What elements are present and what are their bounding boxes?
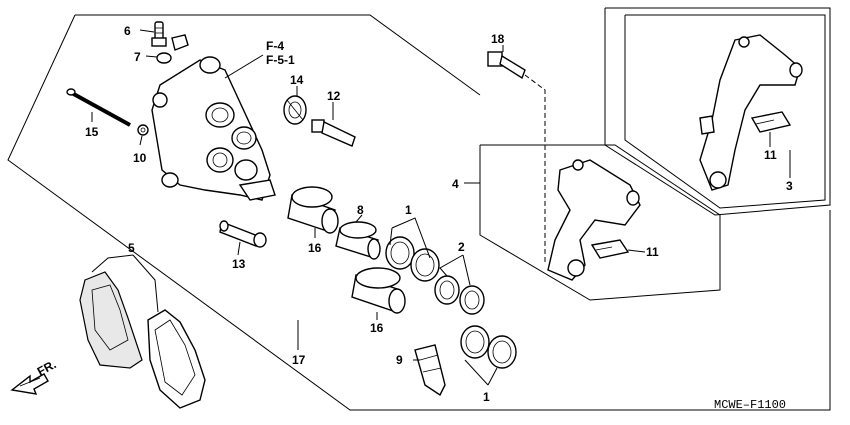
brake-pad-inner	[147, 309, 206, 409]
part-label-14: 14	[290, 73, 304, 87]
part-label-4: 4	[452, 177, 459, 191]
piston-16-lower	[351, 267, 406, 314]
brake-pad-outer	[79, 271, 143, 369]
part-label-11-mid: 11	[646, 245, 659, 259]
part-label-12: 12	[327, 89, 341, 103]
caliper-bracket-3	[699, 34, 803, 191]
bleeder-valve	[151, 21, 167, 47]
part-label-2: 2	[458, 240, 465, 254]
part-label-9: 9	[396, 353, 403, 367]
seal-set-1-upper	[385, 236, 440, 282]
washer-10	[137, 124, 149, 136]
piston-16-upper	[287, 186, 339, 234]
bracket-frame-3	[604, 7, 831, 216]
part-label-10: 10	[133, 151, 147, 165]
part-label-6: 6	[124, 24, 131, 38]
reference-label-f51: F-5-1	[266, 53, 295, 67]
mounting-bolt-18	[487, 51, 526, 80]
front-direction-arrow	[10, 373, 49, 395]
front-direction-label: FR.	[35, 357, 59, 378]
caliper-pin-12	[311, 119, 356, 147]
part-label-16-lower: 16	[370, 321, 384, 335]
part-label-18: 18	[491, 32, 505, 46]
bleeder-cap	[156, 34, 189, 64]
seal-set-2	[434, 275, 485, 315]
part-label-16-upper: 16	[308, 241, 322, 255]
part-label-1-upper: 1	[405, 203, 412, 217]
seal-set-1-lower	[460, 325, 517, 369]
caliper-bracket-4	[547, 159, 641, 281]
pad-spring-9	[414, 344, 446, 397]
pin-boot-14	[283, 95, 307, 125]
caliper-pin-13	[219, 220, 267, 248]
part-label-1-lower: 1	[483, 390, 490, 404]
part-label-15: 15	[85, 125, 99, 139]
part-label-7: 7	[134, 50, 141, 64]
main-assembly-frame	[7, 14, 831, 411]
figure-code: MCWE–F1100	[714, 398, 786, 412]
part-label-3: 3	[786, 179, 793, 193]
part-label-11-top: 11	[764, 148, 777, 162]
reference-label-f4: F-4	[266, 39, 284, 53]
piston-8	[335, 221, 381, 260]
part-label-17: 17	[292, 353, 306, 367]
part-label-13: 13	[232, 257, 246, 271]
bracket-frame-4	[479, 144, 721, 301]
leader-lines	[91, 29, 791, 386]
pad-pin-15	[66, 88, 131, 127]
caliper-body	[151, 56, 276, 201]
pad-retainer-11-top	[750, 111, 792, 133]
pad-retainer-11-mid	[590, 239, 630, 259]
part-label-8: 8	[357, 203, 364, 217]
part-label-5: 5	[128, 241, 135, 255]
